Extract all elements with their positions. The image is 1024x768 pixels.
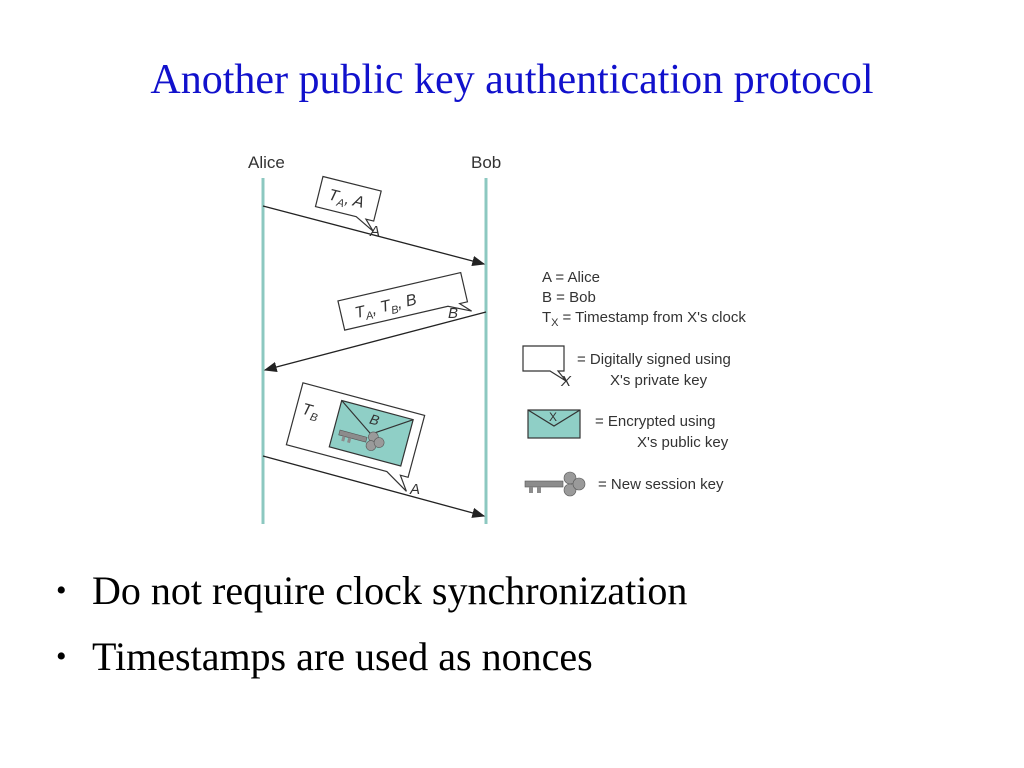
bob-label: Bob <box>471 153 501 172</box>
message-2-signed-bubble: TA, TB, B <box>337 271 472 331</box>
legend-alice-definition: A = Alice <box>542 269 600 286</box>
message-3-envelope-recipient: B <box>368 411 381 429</box>
legend-bob-definition: B = Bob <box>542 289 596 306</box>
bullet-text: Timestamps are used as nonces <box>92 634 593 679</box>
message-3-signed-bubble: TB B <box>285 382 426 492</box>
legend-encrypted-line1: = Encrypted using <box>595 413 716 430</box>
message-3-session-key-icon <box>338 429 385 451</box>
message-1-arrow <box>262 205 486 267</box>
legend-signed-line2: X's private key <box>610 372 708 389</box>
message-2-arrow <box>263 311 487 373</box>
legend-timestamp-definition: = Timestamp from X's clock <box>563 309 747 326</box>
legend-signed-signer: X <box>560 373 572 390</box>
message-2-timestamp-a-sub: A <box>364 309 375 323</box>
bullet-item: • Do not require clock synchronization <box>52 562 687 628</box>
message-2-content: , B <box>395 291 418 312</box>
message-1-signer: A <box>369 223 380 240</box>
message-1-signed-bubble: TA, A <box>314 175 382 232</box>
legend-envelope-owner: X <box>549 410 557 424</box>
bullet-dot-icon: • <box>56 640 67 673</box>
legend-signed-bubble-icon <box>522 345 567 382</box>
svg-text:TA, TB, B: TA, TB, B <box>353 291 419 325</box>
alice-label: Alice <box>248 153 285 172</box>
legend-session-key-definition: = New session key <box>598 476 724 493</box>
message-1-content: , A <box>343 191 366 212</box>
legend-encrypted-line2: X's public key <box>637 434 729 451</box>
svg-text:TB: TB <box>299 401 321 425</box>
message-3-timestamp-sub: B <box>309 411 319 424</box>
protocol-diagram: Alice Bob TA, A A TA, TB, B B TB B <box>248 153 746 524</box>
bullet-list: • Do not require clock synchronization •… <box>52 562 687 694</box>
bullet-text: Do not require clock synchronization <box>92 568 688 613</box>
slide-title: Another public key authentication protoc… <box>150 57 874 103</box>
legend-envelope-icon: X <box>527 409 581 439</box>
legend-timestamp-sub: X <box>551 317 559 329</box>
bullet-item: • Timestamps are used as nonces <box>52 628 687 694</box>
message-2-timestamp-b-sub: B <box>390 304 400 317</box>
svg-text:TA, A: TA, A <box>326 187 366 215</box>
legend-timestamp-symbol: T <box>542 309 551 326</box>
message-2-signer: B <box>448 305 458 322</box>
message-2-separator: , T <box>370 297 393 318</box>
message-1-timestamp-sub: A <box>334 197 345 211</box>
legend-signed-line1: = Digitally signed using <box>577 351 731 368</box>
diagram-legend: A = Alice B = Bob TX= Timestamp from X's… <box>522 269 746 497</box>
bullet-dot-icon: • <box>56 574 67 607</box>
legend-session-key-icon <box>524 471 586 497</box>
message-3-arrow <box>262 455 486 518</box>
message-3-signer: A <box>409 481 420 498</box>
svg-text:TX= Timestamp from X's clock: TX = Timestamp from X's clock <box>542 309 746 329</box>
